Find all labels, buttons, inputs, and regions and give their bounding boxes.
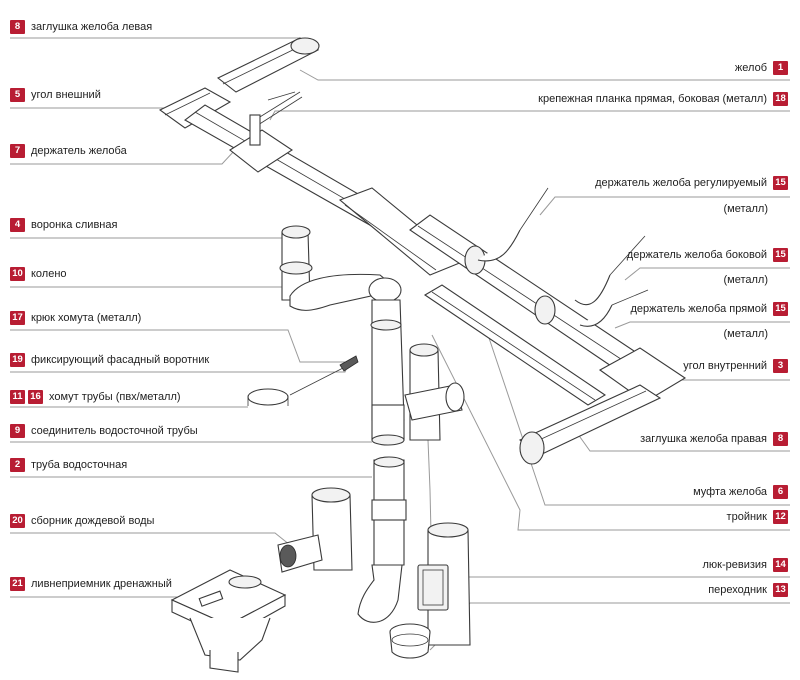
label-left-clamp-hook: 17 крюк хомута (металл) [10, 311, 141, 325]
label-text: заглушка желоба левая [31, 21, 153, 33]
brackets-outer [249, 91, 303, 146]
label-text: ливнеприемник дренажный [31, 578, 172, 590]
label-text: держатель желоба прямой [630, 303, 768, 315]
downpipe-assembly [279, 225, 407, 623]
label-number: 8 [773, 432, 788, 446]
label-number: 2 [10, 458, 25, 472]
label-text: угол внутренний [683, 360, 767, 372]
label-left-pipe-connector: 9 соединитель водосточной трубы [10, 424, 198, 438]
label-left-facade-collar: 19 фиксирующий фасадный воротник [10, 353, 209, 367]
leader-lines-left [10, 37, 372, 601]
label-text: держатель желоба регулируемый [595, 177, 767, 189]
label-text: желоб [734, 62, 767, 74]
clamp-and-hook [247, 355, 359, 406]
label-number: 4 [10, 218, 25, 232]
label-right-straight-holder: держатель желоба прямой 15 [630, 302, 788, 316]
label-right-side-holder: держатель желоба боковой 15 [627, 248, 788, 262]
label-right-gutter-cap-right: заглушка желоба правая 8 [640, 432, 788, 446]
label-left-rain-collector: 20 сборник дождевой воды [10, 514, 154, 528]
label-number: 1 [773, 61, 788, 75]
label-right-mount-strip: крепежная планка прямая, боковая (металл… [538, 92, 788, 106]
label-right-gutter-coupling: муфта желоба 6 [693, 485, 788, 499]
label-number: 17 [10, 311, 25, 325]
label-right-adjustable-holder: держатель желоба регулируемый 15 [595, 176, 788, 190]
gutter-main [338, 187, 641, 406]
label-text: крепежная планка прямая, боковая (металл… [538, 93, 767, 105]
label-text: держатель желоба боковой [626, 249, 767, 261]
gutter-right-end [518, 347, 687, 465]
label-left-gutter-cap-left: 8 заглушка желоба левая [10, 20, 152, 34]
label-text: сборник дождевой воды [31, 515, 155, 527]
label-text: фиксирующий фасадный воротник [31, 354, 210, 366]
label-right-adjustable-holder-sub: (металл) [723, 203, 768, 215]
label-right-straight-holder-sub: (металл) [723, 328, 768, 340]
label-left-funnel: 4 воронка сливная [10, 218, 117, 232]
label-left-downpipe: 2 труба водосточная [10, 458, 127, 472]
label-number: 3 [773, 359, 788, 373]
adapter [389, 623, 431, 659]
label-text: тройник [726, 511, 767, 523]
label-right-side-holder-sub: (металл) [723, 274, 768, 286]
label-number: 21 [10, 577, 25, 591]
label-text: труба водосточная [31, 459, 128, 471]
label-right-adapter: переходник 13 [708, 583, 788, 597]
label-left-drain-inlet: 21 ливнеприемник дренажный [10, 577, 172, 591]
label-left-pipe-clamp: 11 16 хомут трубы (пвх/металл) [10, 390, 181, 404]
label-number: 5 [10, 88, 25, 102]
label-text: люк-ревизия [702, 559, 767, 571]
label-number: 15 [773, 176, 788, 190]
label-text: хомут трубы (пвх/металл) [49, 391, 181, 403]
label-number-2: 16 [28, 390, 43, 404]
label-left-elbow: 10 колено [10, 267, 67, 281]
label-text: воронка сливная [31, 219, 118, 231]
drain-inlet [170, 569, 287, 673]
label-number: 12 [773, 510, 788, 524]
label-number: 7 [10, 144, 25, 158]
label-number: 13 [773, 583, 788, 597]
label-text: держатель желоба [31, 145, 127, 157]
rainwater-collector [277, 487, 353, 573]
label-text: муфта желоба [693, 486, 767, 498]
label-number: 8 [10, 20, 25, 34]
label-number: 19 [10, 353, 25, 367]
label-number: 10 [10, 267, 25, 281]
label-text: заглушка желоба правая [640, 433, 767, 445]
label-number: 14 [773, 558, 788, 572]
label-number: 11 [10, 390, 25, 404]
label-left-gutter-holder: 7 держатель желоба [10, 144, 127, 158]
tee-fitting [404, 343, 465, 441]
label-right-tee: тройник 12 [727, 510, 788, 524]
label-number: 6 [773, 485, 788, 499]
label-right-revision-hatch: люк-ревизия 14 [702, 558, 788, 572]
label-number: 9 [10, 424, 25, 438]
holders-right [477, 187, 649, 327]
label-number: 18 [773, 92, 788, 106]
label-text: угол внешний [31, 89, 101, 101]
revision-hatch [417, 522, 471, 646]
label-right-gutter: желоб 1 [735, 61, 788, 75]
label-left-outer-corner: 5 угол внешний [10, 88, 101, 102]
label-number: 15 [773, 302, 788, 316]
label-number: 20 [10, 514, 25, 528]
label-text: колено [31, 268, 67, 280]
label-text: переходник [708, 584, 767, 596]
label-number: 15 [773, 248, 788, 262]
label-text: соединитель водосточной трубы [31, 425, 198, 437]
label-right-inner-corner: угол внутренний 3 [683, 359, 788, 373]
label-text: крюк хомута (металл) [31, 312, 142, 324]
